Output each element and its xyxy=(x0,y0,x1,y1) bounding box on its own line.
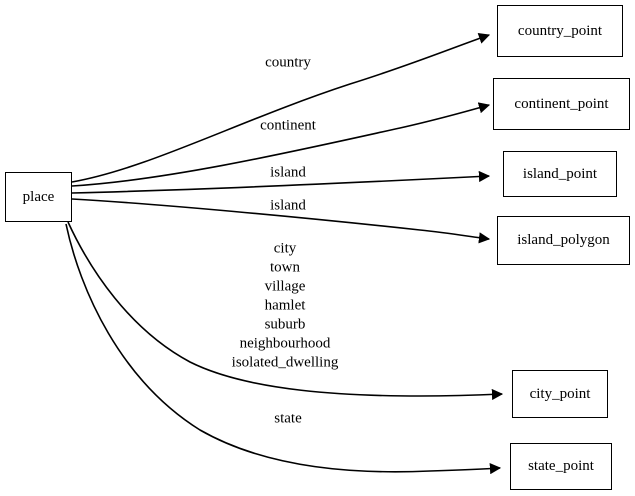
node-island-polygon-label: island_polygon xyxy=(517,232,610,248)
edge-place-to-continent-point xyxy=(71,102,491,187)
edge-place-to-island-point xyxy=(71,170,491,194)
edge-place-to-state-point xyxy=(65,223,502,475)
node-state-point-label: state_point xyxy=(528,458,594,474)
node-city-point[interactable]: city_point xyxy=(512,370,608,418)
node-place-label: place xyxy=(22,188,55,205)
node-continent-point-label: continent_point xyxy=(514,95,609,112)
edge-label-country: country xyxy=(265,54,311,71)
node-island-point-label: island_point xyxy=(522,165,598,182)
edge-place-to-island-polygon xyxy=(71,198,491,244)
edge-label-city-group: city town village hamlet suburb neighbou… xyxy=(231,240,339,371)
node-state-point[interactable]: state_point xyxy=(510,443,612,490)
edge-place-to-city-point xyxy=(67,221,504,401)
node-country-point[interactable]: country_point xyxy=(497,5,623,57)
edge-label-island-polygon: island xyxy=(270,197,306,214)
node-island-point[interactable]: island_point xyxy=(503,151,617,197)
node-city-point-label: city_point xyxy=(529,385,591,402)
node-country-point-label: country_point xyxy=(517,22,603,39)
node-place[interactable]: place xyxy=(5,172,72,222)
edge-place-to-country-point xyxy=(71,33,491,183)
edge-label-island-point: island xyxy=(270,164,306,181)
node-island-polygon[interactable]: island_polygon xyxy=(497,216,630,265)
edge-label-state: state xyxy=(274,410,302,427)
edge-label-continent: continent xyxy=(260,117,316,134)
node-continent-point[interactable]: continent_point xyxy=(493,78,630,130)
